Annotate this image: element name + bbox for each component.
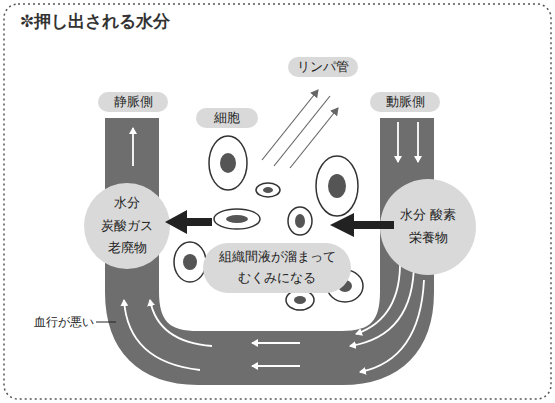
- label-pill: 動脈側: [370, 92, 440, 112]
- node-text: 水分 炭酸ガス 老廃物: [96, 192, 158, 260]
- lymph-vessel: [262, 90, 338, 168]
- node-text: 細胞: [214, 108, 240, 129]
- info-circle: 水分 炭酸ガス 老廃物: [84, 183, 170, 269]
- circle-outline: [380, 179, 476, 275]
- capillary-tube: [132, 118, 407, 358]
- node-text: 静脈側: [114, 92, 153, 113]
- node-text: 動脈側: [386, 92, 425, 113]
- dotted-frame: [4, 4, 551, 399]
- label-pill: 細胞: [196, 108, 258, 128]
- push-arrow: [165, 210, 212, 234]
- label-pill: 静脈側: [98, 92, 168, 112]
- diagram-title: ✼押し出される水分: [20, 10, 170, 33]
- circle-shape: [380, 179, 476, 275]
- node-text: 水分 酸素 栄養物: [397, 204, 459, 250]
- circle-shape: [84, 183, 170, 269]
- label-pill: リンパ管: [288, 57, 358, 77]
- node-text: リンパ管: [297, 57, 349, 78]
- leader-line: [96, 322, 116, 323]
- flow-arrows: [124, 122, 424, 372]
- info-circle: 水分 酸素 栄養物: [380, 179, 476, 275]
- cell-nuclei: [183, 153, 352, 304]
- label-pill: 組織間液が溜まって むくみになる: [203, 243, 351, 293]
- annotation-label: 血行が悪い: [34, 314, 94, 331]
- node-text: 組織間液が溜まって むくみになる: [211, 247, 343, 289]
